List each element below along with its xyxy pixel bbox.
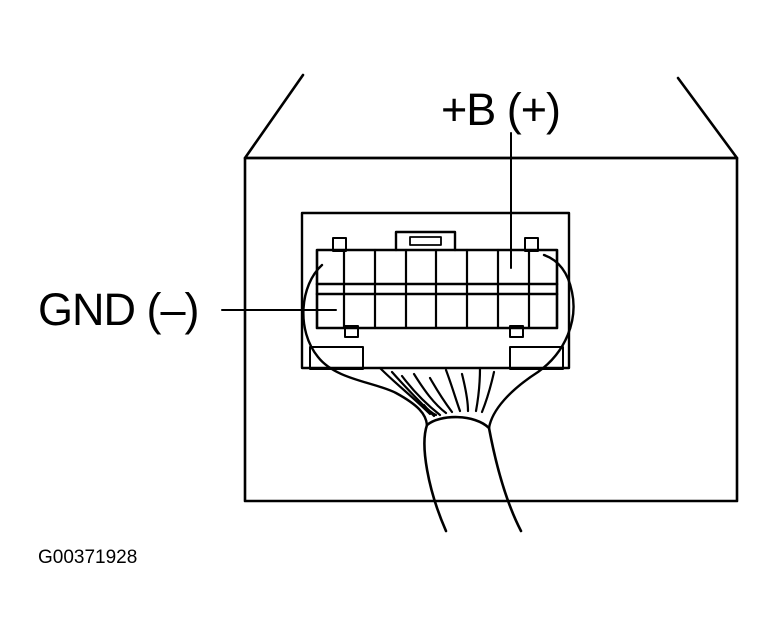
harness-sheath [423, 415, 523, 533]
housing-body [243, 156, 739, 503]
locking-tab [394, 230, 457, 252]
pin-columns [342, 248, 531, 330]
wire-bundle [378, 366, 496, 418]
latch-bottom-right [509, 325, 524, 338]
component-housing [243, 73, 739, 503]
connector-plug [315, 230, 559, 338]
socket-foot-right [509, 346, 564, 370]
connector-socket [300, 211, 571, 370]
socket-frame [300, 211, 571, 370]
figure-code: G00371928 [38, 547, 138, 568]
latch-bottom-left [344, 325, 359, 338]
locking-tab-slot [409, 236, 442, 246]
socket-foot-left [309, 346, 364, 370]
ground-terminal-label: GND (–) [38, 284, 199, 335]
positive-terminal-label: +B (+) [441, 84, 561, 135]
highlight-loop [302, 253, 575, 430]
